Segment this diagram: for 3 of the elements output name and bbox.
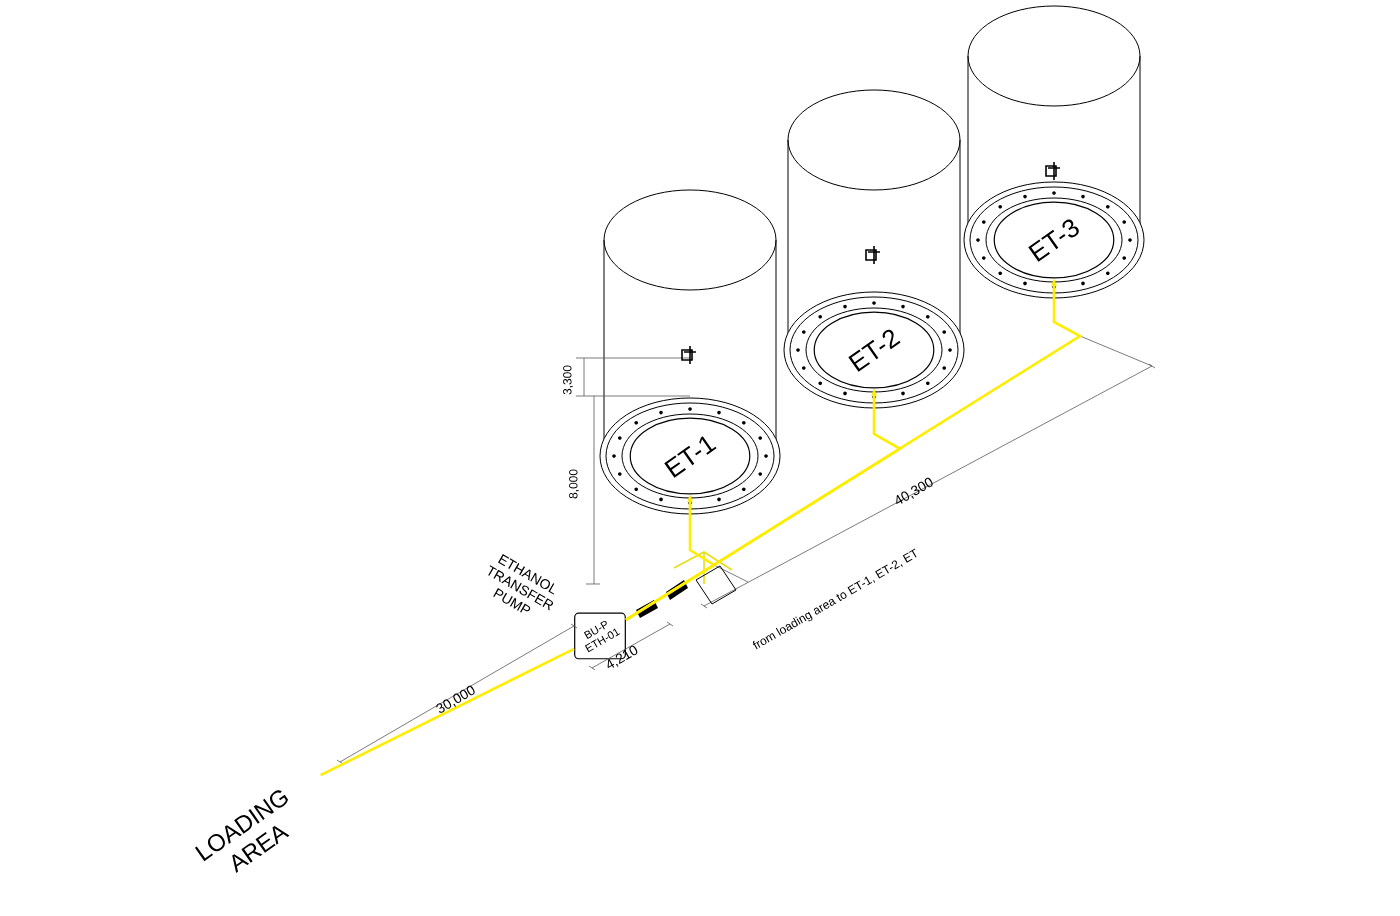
tank-label: ET-1 (629, 417, 751, 495)
tank-label: ET-3 (993, 201, 1115, 279)
tank-label: ET-2 (813, 311, 935, 389)
